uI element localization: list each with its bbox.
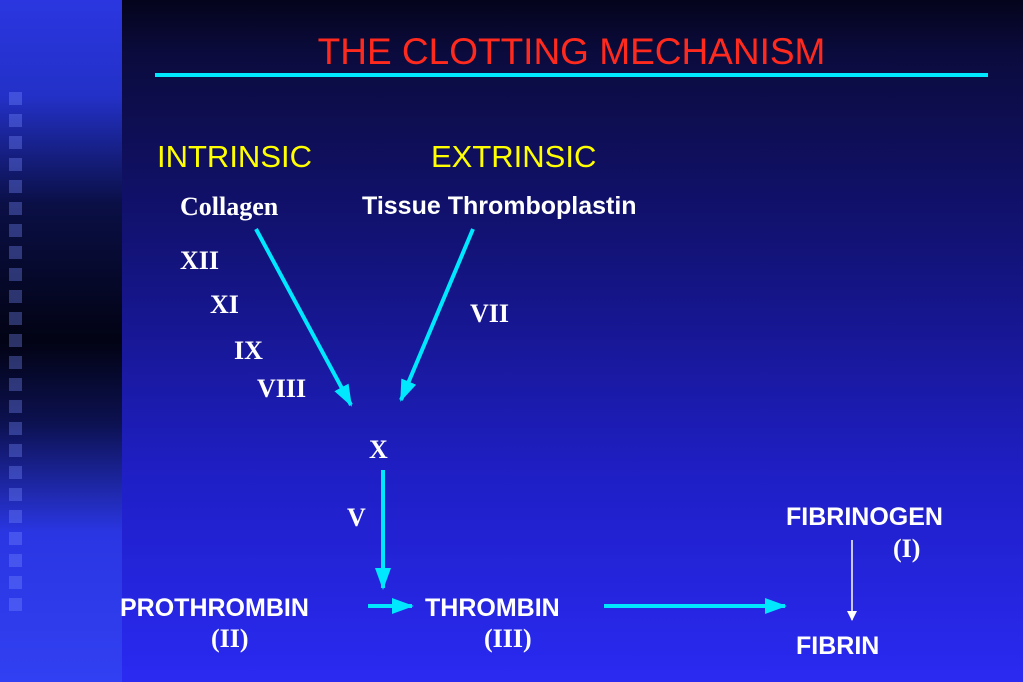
factor-vii-label: VII (470, 299, 510, 328)
extrinsic-arrow (399, 228, 475, 402)
factor-x-label: X (369, 435, 388, 464)
strip-square (9, 444, 22, 457)
factor-v-label: V (347, 503, 366, 532)
thrombin-numeral: (III) (484, 624, 532, 653)
strip-square (9, 224, 22, 237)
strip-square (9, 378, 22, 391)
strip-square (9, 598, 22, 611)
strip-square (9, 510, 22, 523)
strip-square (9, 158, 22, 171)
strip-square (9, 312, 22, 325)
collagen-label: Collagen (180, 192, 279, 221)
strip-square (9, 92, 22, 105)
title-underline (155, 73, 988, 77)
strip-square (9, 268, 22, 281)
strip-square (9, 400, 22, 413)
strip-square (9, 180, 22, 193)
factor-ix-label: IX (234, 336, 263, 365)
strip-square (9, 466, 22, 479)
fibrin-label: FIBRIN (796, 632, 880, 660)
intrinsic-arrow (254, 228, 353, 407)
strip-square (9, 576, 22, 589)
strip-square (9, 136, 22, 149)
strip-square (9, 554, 22, 567)
strip-square (9, 488, 22, 501)
strip-square (9, 532, 22, 545)
strip-square (9, 246, 22, 259)
strip-square (9, 202, 22, 215)
strip-square (9, 290, 22, 303)
prothrombin-numeral: (II) (211, 624, 249, 653)
fibrinogen-numeral: (I) (893, 534, 921, 563)
strip-square (9, 422, 22, 435)
fibrinogen-label: FIBRINOGEN (786, 503, 943, 531)
factor-xii-label: XII (180, 246, 220, 275)
strip-square (9, 114, 22, 127)
factor-xi-label: XI (210, 290, 239, 319)
intrinsic-heading: INTRINSIC (157, 139, 312, 174)
strip-square (9, 356, 22, 369)
factor-viii-label: VIII (257, 374, 307, 403)
slide-title: THE CLOTTING MECHANISM (317, 31, 826, 72)
tissue-thromboplastin-label: Tissue Thromboplastin (362, 192, 637, 220)
thrombin-label: THROMBIN (425, 594, 560, 622)
prothrombin-label: PROTHROMBIN (120, 594, 309, 622)
extrinsic-heading: EXTRINSIC (431, 139, 597, 174)
strip-square (9, 334, 22, 347)
left-decorative-strip (0, 0, 122, 682)
